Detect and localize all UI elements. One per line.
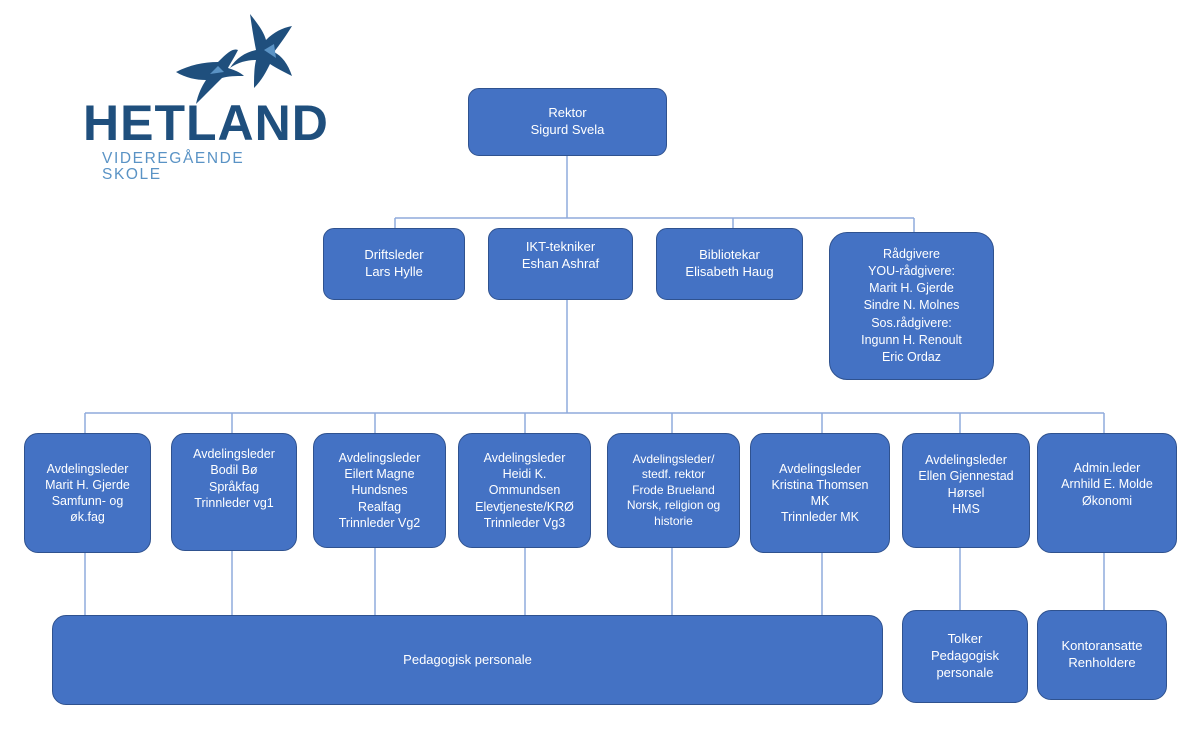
box-text-line: Renholdere [1068, 655, 1136, 670]
box-text-line: Trinnleder Vg3 [483, 515, 566, 530]
box-text-line: Kristina Thomsen [771, 477, 869, 492]
box-text-line: Elisabeth Haug [685, 264, 774, 279]
box-text-line: Driftsleder [364, 247, 424, 263]
box-text-line: Tolker [947, 631, 983, 647]
department-box: Admin.leder Arnhild E. Molde Økonomi [1037, 433, 1177, 553]
box-text-line: Realfag [357, 499, 402, 514]
box-text-line: Admin.leder [1073, 461, 1141, 475]
hetland-logo: HETLAND VIDEREGÅENDE SKOLE [78, 10, 328, 182]
box-text-line: Rådgivere [883, 247, 940, 262]
box-text-line: Ommundsen [488, 483, 561, 498]
bibliotekar-box: Bibliotekar Elisabeth Haug [656, 228, 803, 300]
box-text-line: Eilert Magne [344, 467, 415, 482]
box-text-line: Avdelingsleder/ [632, 451, 715, 466]
box-text-line: Sos.rådgivere: [871, 315, 952, 330]
department-box: Avdelingsleder Bodil Bø Språkfag Trinnle… [171, 433, 297, 551]
ikt-tekniker-box: IKT-tekniker Eshan Ashraf [488, 228, 633, 300]
box-text-line: Norsk, religion og [626, 498, 721, 513]
box-text-line: Eric Ordaz [881, 349, 942, 364]
department-box: Avdelingsleder Kristina Thomsen MK Trinn… [750, 433, 890, 553]
box-text-line: Elevtjeneste/KRØ [475, 499, 574, 514]
department-box: Avdelingsleder Ellen Gjennestad Hørsel H… [902, 433, 1030, 548]
box-text-line: Avdelingsleder [483, 450, 566, 465]
department-box: Avdelingsleder Heidi K. Ommundsen Elevtj… [458, 433, 591, 548]
box-text-line: Trinnleder vg1 [194, 495, 274, 510]
logo-subtitle: VIDEREGÅENDE SKOLE [102, 150, 245, 183]
tolker-box: Tolker Pedagogisk personale [902, 610, 1028, 703]
box-text-line: Ingunn H. Renoult [861, 332, 962, 347]
box-text-line: Lars Hylle [365, 264, 423, 279]
radgivere-box: Rådgivere YOU-rådgivere: Marit H. Gjerde… [829, 232, 994, 380]
department-box: Avdelingsleder Marit H. Gjerde Samfunn- … [24, 433, 151, 553]
driftsleder-box: Driftsleder Lars Hylle [323, 228, 465, 300]
box-text-line: stedf. rektor [641, 467, 706, 482]
box-text-line: Eshan Ashraf [521, 255, 600, 271]
box-text-line: YOU-rådgivere: [868, 264, 955, 279]
box-text-line: Trinnleder MK [780, 510, 860, 525]
box-text-line: Samfunn- og [51, 494, 124, 508]
box-text-line: Arnhild E. Molde [1061, 477, 1153, 492]
birds-logo-icon [176, 14, 292, 104]
box-text-line: personale [936, 664, 994, 680]
box-text-line: Språkfag [208, 479, 260, 494]
box-text-line: Trinnleder Vg2 [338, 515, 421, 530]
box-text-line: HMS [952, 501, 980, 516]
box-text-line: Avdelingsleder [925, 453, 1007, 467]
box-text-line: Økonomi [1081, 493, 1133, 508]
kontoransatte-box: Kontoransatte Renholdere [1037, 610, 1167, 700]
rektor-box: Rektor Sigurd Svela [468, 88, 667, 156]
box-text-line: Hundsnes [351, 483, 408, 498]
box-text-line: MK [810, 494, 830, 508]
department-box: Avdelingsleder/ stedf. rektor Frode Brue… [607, 433, 740, 548]
pedagogisk-personale-box: Pedagogisk personale [52, 615, 883, 705]
box-text-line: Kontoransatte [1061, 638, 1143, 654]
box-text-line: Frode Brueland [632, 482, 715, 497]
box-text-line: Avdelingsleder [338, 450, 421, 465]
logo-wordmark: HETLAND [83, 95, 329, 151]
box-text-line: Avdelingsleder [46, 461, 129, 476]
box-text-line: Sindre N. Molnes [863, 298, 960, 313]
box-text-line: Marit H. Gjerde [45, 477, 130, 492]
box-text-line: Avdelingsleder [779, 461, 861, 476]
rektor-title: Rektor [548, 105, 587, 121]
box-text-line: Ellen Gjennestad [918, 469, 1014, 484]
rektor-name: Sigurd Svela [530, 122, 605, 137]
box-text-line: Marit H. Gjerde [869, 281, 954, 296]
box-text-line: Pedagogisk personale [403, 651, 532, 667]
box-text-line: Pedagogisk [931, 648, 999, 664]
department-box: Avdelingsleder Eilert Magne Hundsnes Rea… [313, 433, 446, 548]
box-text-line: IKT-tekniker [525, 239, 596, 254]
box-text-line: Bodil Bø [210, 463, 258, 478]
box-text-line: Hørsel [947, 485, 985, 500]
box-text-line: øk.fag [70, 510, 105, 525]
box-text-line: historie [654, 513, 693, 528]
box-text-line: Heidi K. [502, 467, 547, 482]
box-text-line: Bibliotekar [699, 247, 760, 263]
box-text-line: Avdelingsleder [193, 447, 275, 461]
